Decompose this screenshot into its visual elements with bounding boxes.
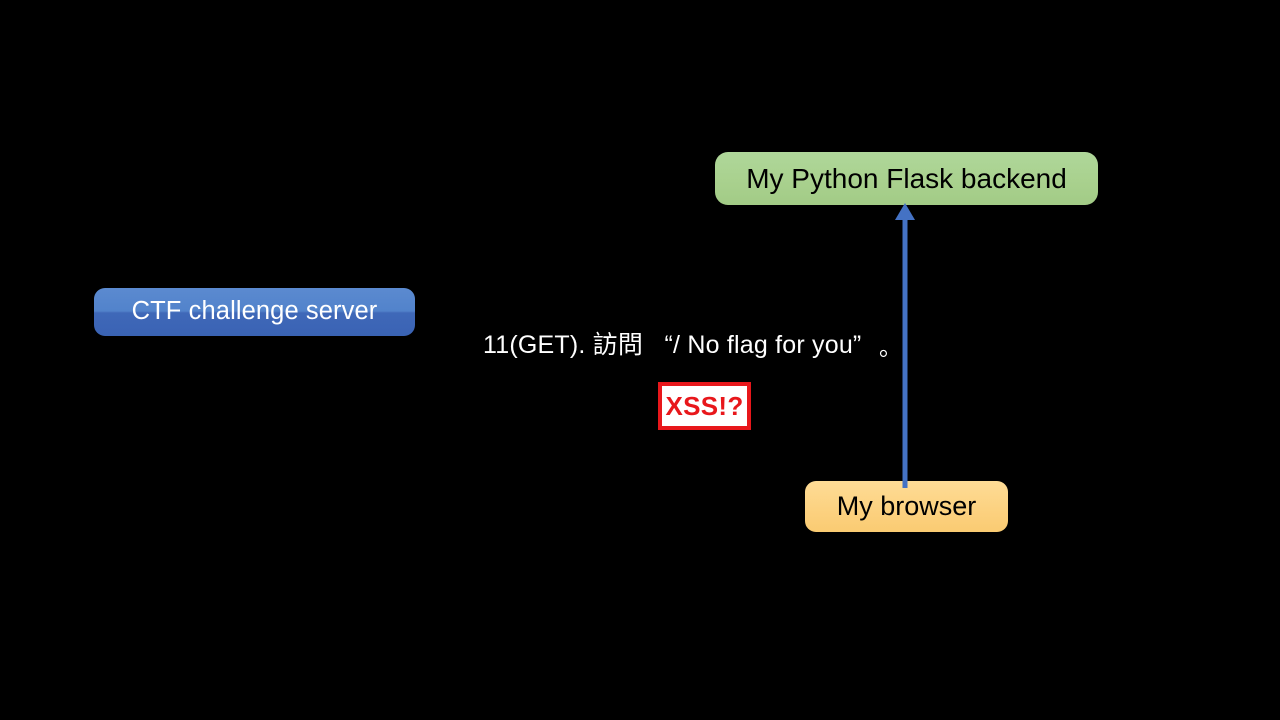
callout-xss[interactable]: XSS!? bbox=[658, 382, 751, 430]
node-browser[interactable]: My browser bbox=[805, 481, 1008, 532]
callout-xss-label: XSS!? bbox=[665, 391, 744, 421]
caption-trailing-mark: 。 bbox=[879, 334, 902, 360]
node-flask-backend[interactable]: My Python Flask backend bbox=[715, 152, 1098, 205]
caption-step-11: 11(GET). 訪問 “/ No flag for you” bbox=[483, 331, 862, 359]
node-ctf-server-label: CTF challenge server bbox=[131, 297, 378, 326]
node-ctf-server[interactable]: CTF challenge server bbox=[94, 288, 415, 336]
arrow-browser-to-flask-icon bbox=[895, 203, 915, 488]
node-flask-backend-label: My Python Flask backend bbox=[746, 162, 1067, 194]
node-browser-label: My browser bbox=[836, 491, 977, 521]
